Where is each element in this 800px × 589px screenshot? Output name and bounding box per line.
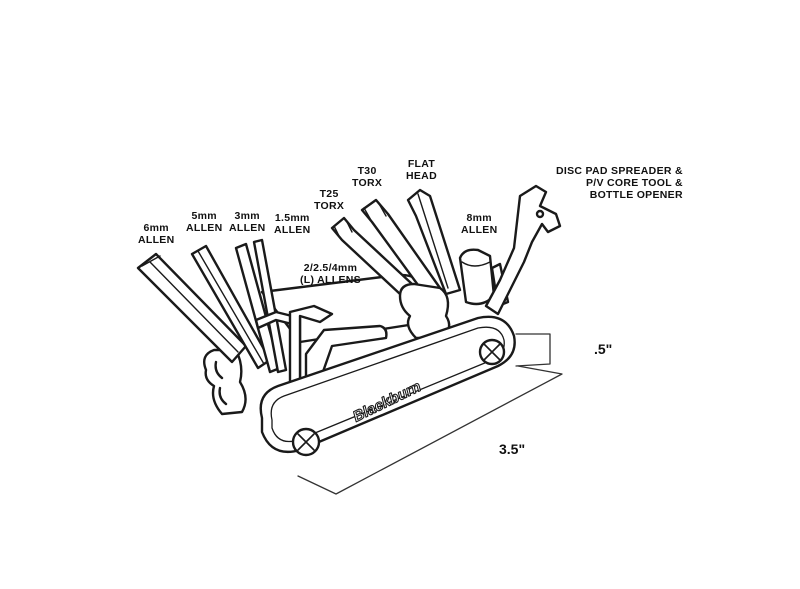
dimension-length: 3.5" [499, 441, 526, 457]
dimension-thickness: .5" [594, 341, 613, 357]
tool-disc-pad-spreader [484, 184, 562, 316]
label-l-allens: 2/2.5/4mm(L) ALLENS [300, 262, 361, 286]
label-disc-pad-spreader: DISC PAD SPREADER &P/V CORE TOOL &BOTTLE… [556, 165, 683, 201]
tool-allen-1-5mm [252, 238, 288, 374]
length-dimension-line [297, 365, 563, 495]
thickness-dimension-line [515, 333, 551, 367]
front-pivot-bolt-right [478, 338, 506, 366]
left-pivot-stack [203, 348, 247, 416]
front-pivot-bolt-left [291, 427, 321, 457]
front-side-plate [259, 315, 516, 454]
